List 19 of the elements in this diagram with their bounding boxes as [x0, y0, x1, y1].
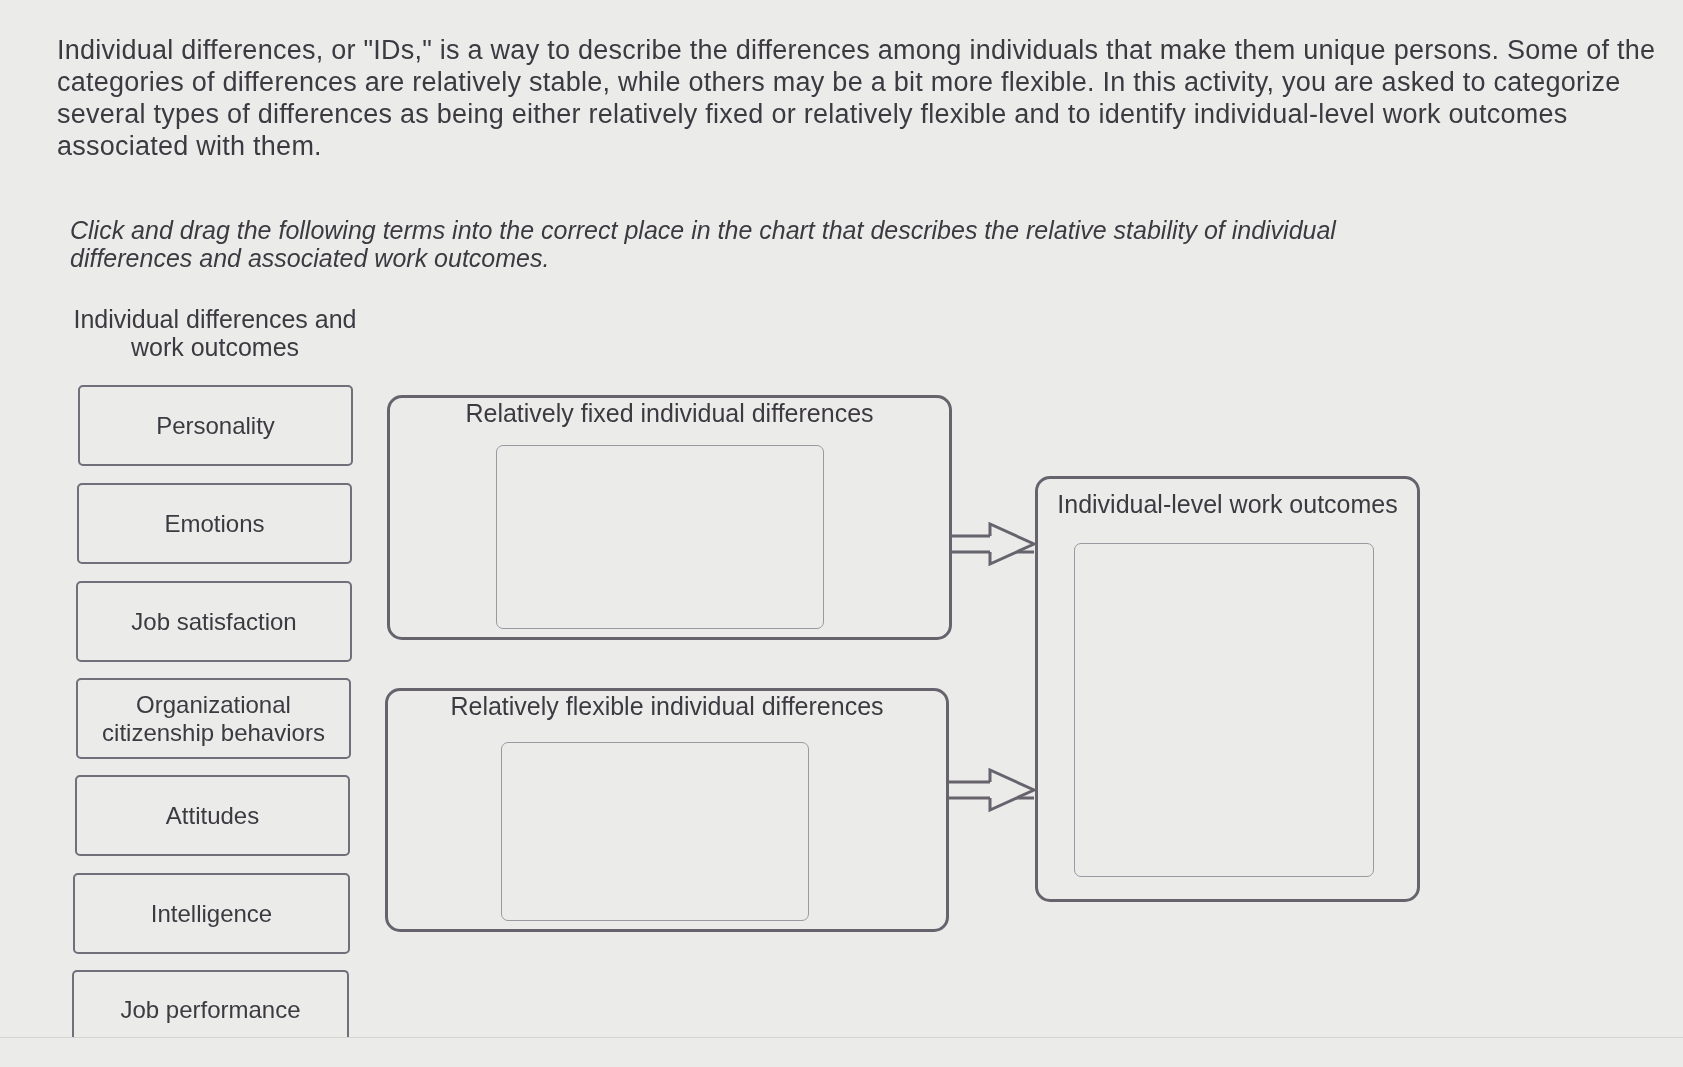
category-panel: [387, 395, 952, 640]
term-card: Personality: [78, 385, 353, 466]
section-heading: Individual differences and work outcomes: [72, 305, 358, 361]
instruction-text: Click and drag the following terms into the correct place in the chart that describes the relative stability of individual differences and associated work outcomes.: [70, 216, 1338, 272]
drop-zone: [496, 445, 824, 629]
panel-title: Relatively flexible individual differences: [449, 691, 885, 721]
drop-zone: [1074, 543, 1374, 877]
intro-paragraph: Individual differences, or "IDs," is a way to describe the differences among individuals that make them unique persons. Some of the categories of differences are relatively stable, while others may be a bit more flexible. In this activity, you are asked to categorize several types of differences as being either relatively fixed or relatively flexible and to identify individual-level work outcomes associated with them.: [57, 34, 1657, 162]
category-panel: [385, 688, 949, 932]
panel-title: Relatively fixed individual differences: [464, 398, 875, 428]
drop-zone: [501, 742, 809, 921]
term-card: Job satisfaction: [76, 581, 352, 662]
term-card: Job performance: [72, 970, 349, 1037]
term-card: Intelligence: [73, 873, 350, 954]
panel-title: Individual-level work outcomes: [1056, 489, 1399, 519]
term-card: Attitudes: [75, 775, 350, 856]
category-panel: [1035, 476, 1420, 902]
term-card: Emotions: [77, 483, 352, 564]
term-card: Organizational citizenship behaviors: [76, 678, 351, 759]
